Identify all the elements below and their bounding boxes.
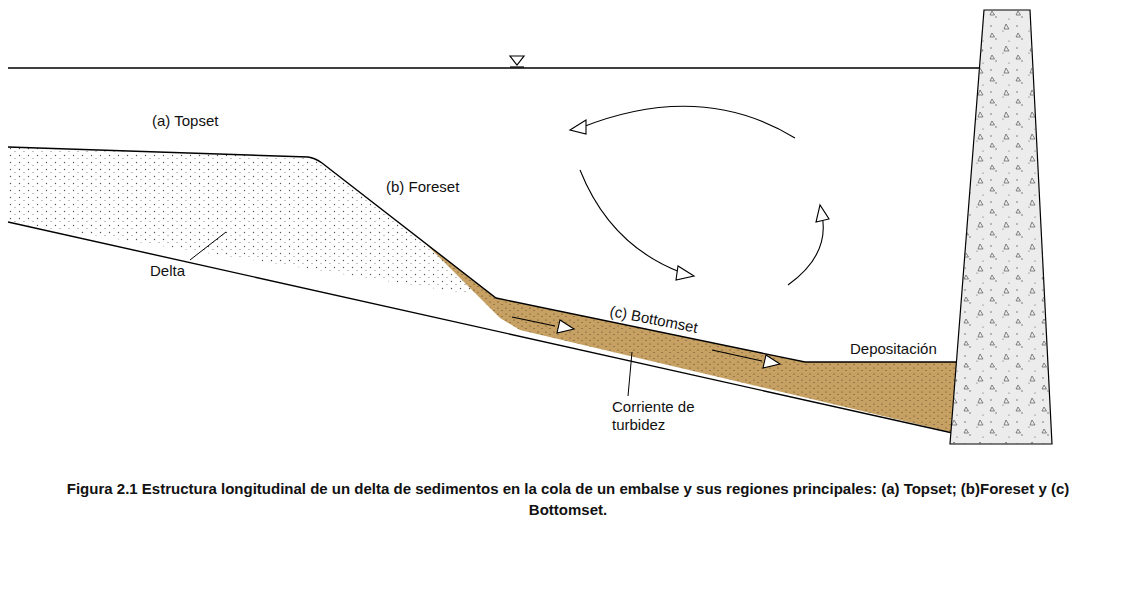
region-label: (b) Foreset [386,178,459,196]
leader-line [628,352,632,396]
water-surface [8,67,984,68]
region-label: Depositación [850,340,937,358]
region-label: Delta [150,262,185,280]
leader-line [190,232,226,260]
figure-caption: Figura 2.1 Estructura longitudinal de un… [40,478,1096,520]
region-label: (a) Topset [152,112,218,130]
dam [950,10,1052,444]
water-level-symbol [510,66,524,67]
callout-label: Corriente de turbidez [612,398,712,434]
water-level-symbol [510,56,524,65]
delta-texture [8,147,496,298]
delta-body [8,147,496,298]
original-bed [8,222,984,440]
dam-texture [950,10,1052,444]
circulation-arrows [570,106,829,285]
